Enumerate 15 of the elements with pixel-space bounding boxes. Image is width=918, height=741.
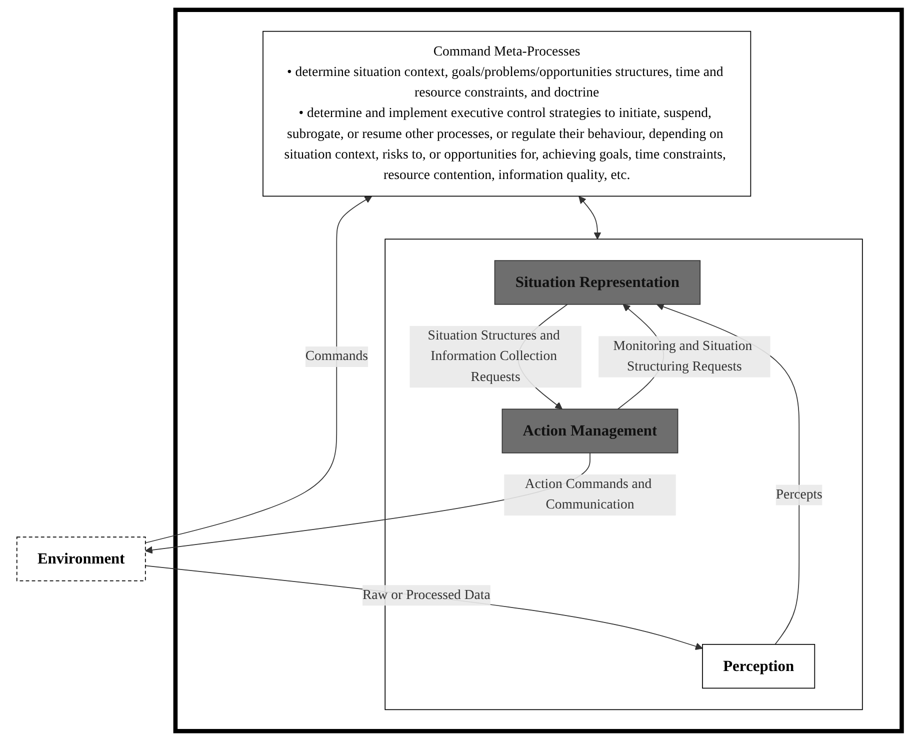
- arrow: [144, 196, 372, 544]
- arrow: [144, 565, 703, 650]
- node-box: Action Management: [501, 408, 678, 454]
- edge-label: Commands: [305, 349, 368, 364]
- node-box: Perception: [702, 644, 815, 689]
- node-box: Command Meta-Processes • determine situation context, goals/problems/opportunities structures, time and resource constraints, and doctrine • determine and implement executive control strategies to initiate, suspend, subrogate, or resume other processes, or regulate their behaviour, depending on situation context, risks to, or opportunities for, achieving goals, time constraints, resource contention, information quality, etc.: [262, 30, 751, 197]
- edge-label: Situation Structures and Information Collection Requests: [428, 328, 560, 384]
- edge-label: Monitoring and Situation Structuring Requests: [612, 338, 752, 374]
- node-box: Environment: [16, 536, 146, 582]
- edge-label: Action Commands and Communication: [524, 476, 652, 512]
- cluster: [173, 8, 904, 734]
- arrow: [578, 196, 601, 240]
- node-box: Situation Representation: [494, 260, 700, 305]
- edge-label: Percepts: [776, 487, 822, 502]
- edge-label: Raw or Processed Data: [362, 588, 490, 602]
